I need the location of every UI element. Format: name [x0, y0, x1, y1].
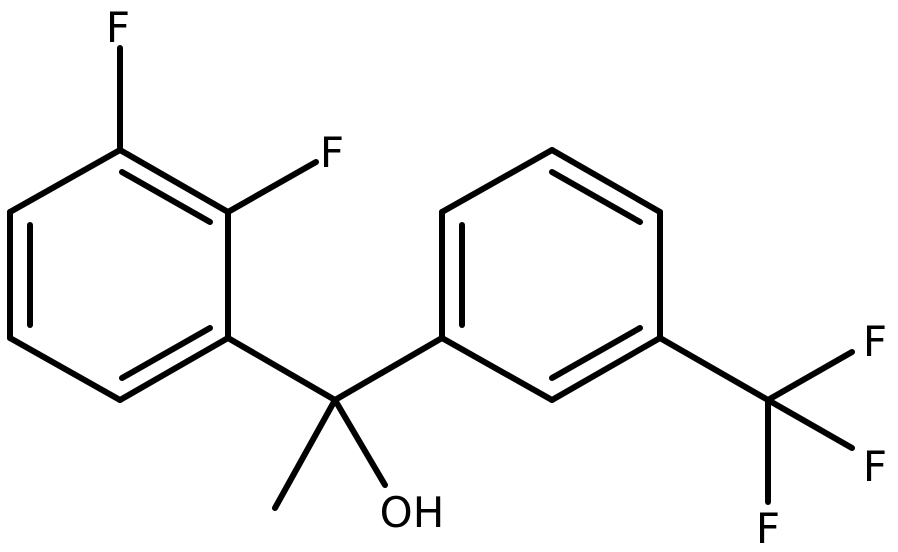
bond	[439, 335, 555, 403]
double-bond-inner	[119, 325, 213, 381]
fluorine-label-cf3-1: F	[863, 317, 887, 366]
c-f-bond-ortho	[225, 159, 319, 215]
ring-to-cf3-bond	[657, 335, 771, 403]
fluorine-label-top: F	[106, 3, 130, 52]
c-f-bond-cf3-1	[765, 349, 855, 403]
trifluoromethylphenyl-ring	[439, 147, 663, 403]
bond	[549, 335, 663, 403]
bond	[117, 335, 231, 403]
ring-to-central-carbon-bond	[225, 335, 338, 403]
hydroxyl-label: OH	[380, 488, 445, 537]
difluorophenyl-ring	[7, 147, 231, 403]
bond	[549, 147, 663, 215]
bond	[117, 147, 231, 215]
bond	[7, 147, 123, 215]
double-bond-inner	[549, 169, 643, 225]
fluorine-label-cf3-3: F	[756, 504, 780, 552]
double-bond-inner	[119, 169, 213, 225]
double-bond-inner	[549, 325, 643, 381]
c-oh-bond	[332, 397, 388, 488]
methyl-bond	[272, 397, 338, 511]
bond	[7, 335, 123, 403]
bond	[439, 147, 555, 215]
fluorine-label-cf3-2: F	[863, 442, 887, 491]
central-carbon-to-ring-bond	[332, 335, 445, 403]
c-f-bond-cf3-2	[765, 397, 855, 451]
fluorine-label-ortho: F	[320, 128, 344, 177]
